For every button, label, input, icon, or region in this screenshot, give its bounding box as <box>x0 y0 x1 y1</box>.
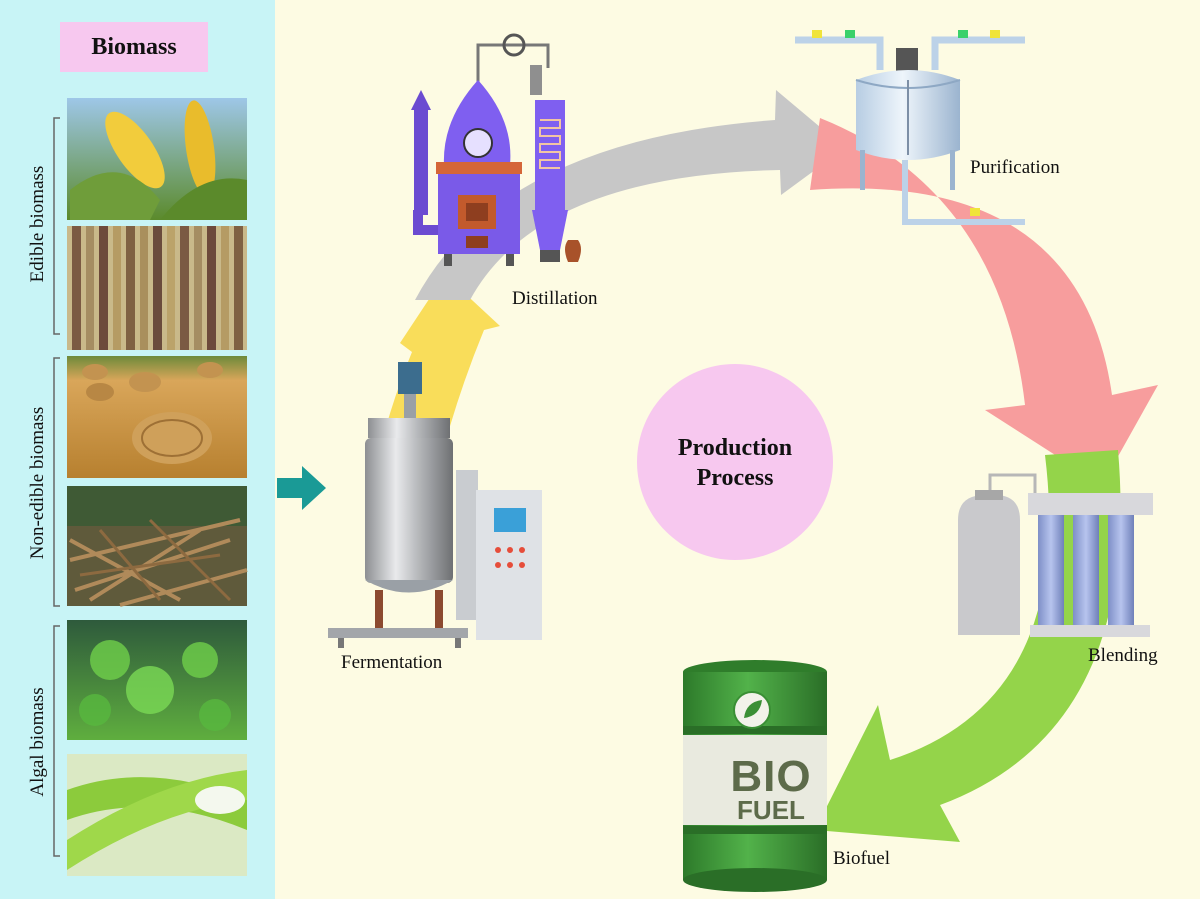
stage-label-fermentation: Fermentation <box>341 652 443 673</box>
fermentation-bioreactor <box>328 362 542 648</box>
non-edible-bracket <box>53 357 60 607</box>
drum-label-bio: BIO <box>730 752 812 801</box>
stage-label-distillation: Distillation <box>512 288 598 309</box>
distillation-apparatus <box>411 33 581 266</box>
stage-label-blending: Blending <box>1088 645 1158 666</box>
arrow-red <box>810 118 1158 485</box>
center-title-line2: Process <box>696 465 774 491</box>
photo-algae-water <box>67 620 247 740</box>
algal-bracket <box>53 625 60 857</box>
drum-label-fuel: FUEL <box>737 795 805 825</box>
center-title: Production Process <box>640 383 830 543</box>
edible-bracket <box>53 117 60 335</box>
blending-unit <box>958 473 1153 637</box>
input-arrow <box>277 466 326 510</box>
arrow-green <box>815 450 1121 842</box>
center-title-line1: Production <box>677 435 793 461</box>
photo-sugarcane <box>67 226 247 350</box>
stage-label-biofuel: Biofuel <box>833 848 890 869</box>
photo-forest-residue <box>67 486 248 607</box>
photo-corn <box>67 98 247 220</box>
biomass-title: Biomass <box>60 22 208 72</box>
photo-hay-field <box>67 356 247 478</box>
group-label-edible: Edible biomass <box>27 165 48 283</box>
center-circle <box>637 364 833 560</box>
biofuel-drum <box>683 660 827 892</box>
group-label-non-edible: Non-edible biomass <box>27 406 48 560</box>
photo-algae-microscope <box>67 754 247 876</box>
arrow-gray <box>415 90 845 300</box>
purification-tank <box>795 30 1025 225</box>
group-label-algal: Algal biomass <box>27 687 48 797</box>
stage-label-purification: Purification <box>970 157 1060 178</box>
